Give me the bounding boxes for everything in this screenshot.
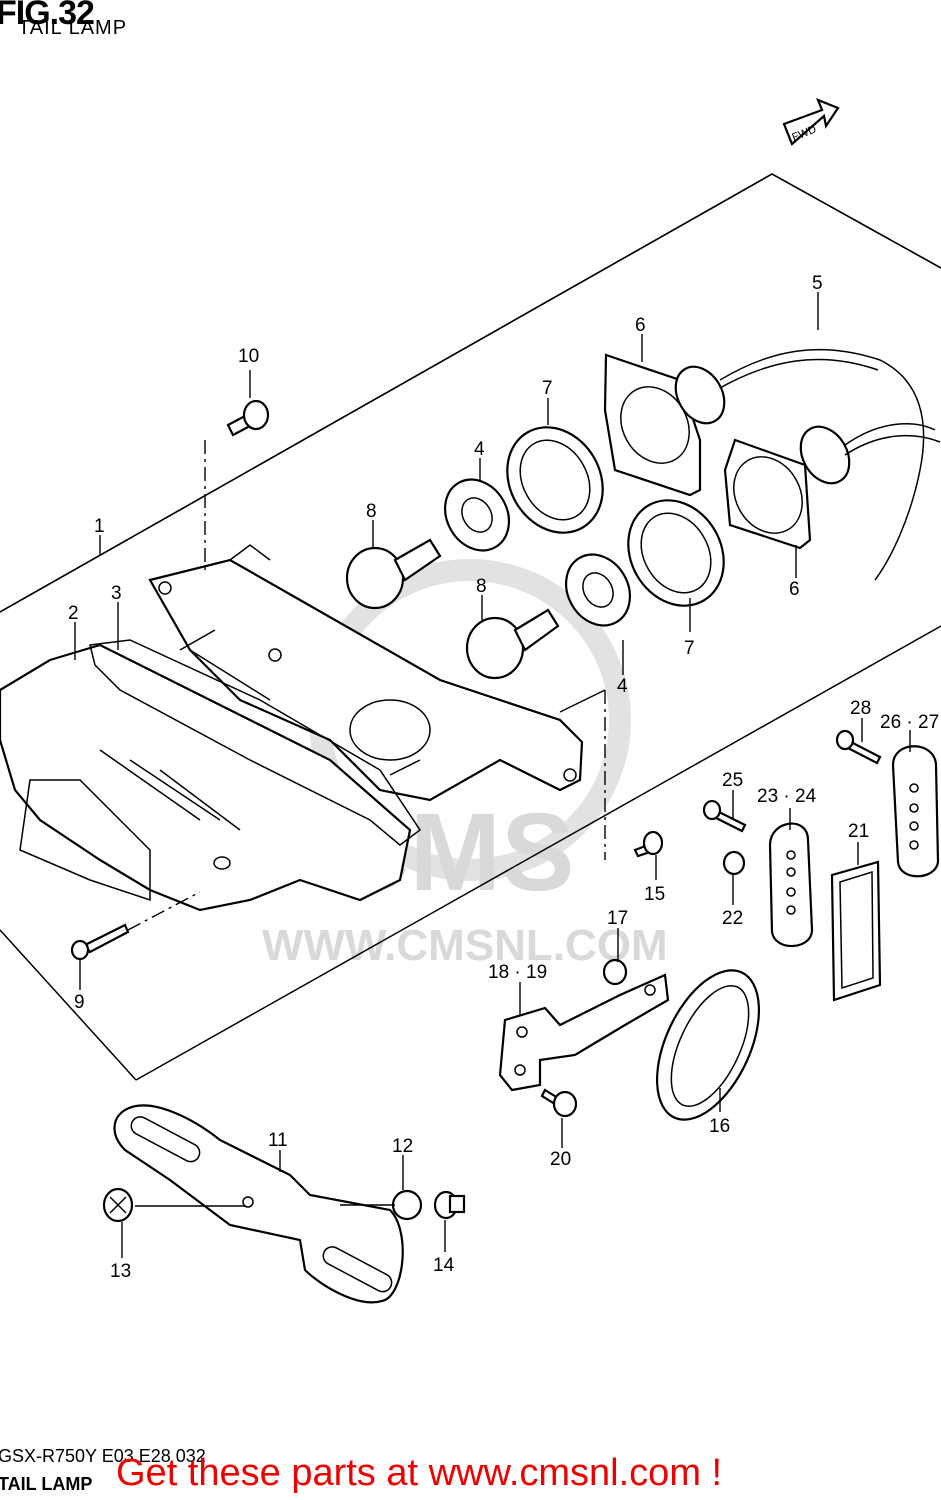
callout-23-24: 23 · 24 xyxy=(757,786,817,807)
callout-28: 28 xyxy=(850,698,871,719)
part-8-bulb-lower xyxy=(465,608,560,680)
figure-number: FIG.32 xyxy=(0,0,95,32)
callout-2: 2 xyxy=(68,603,79,624)
part-15-screw xyxy=(633,830,664,858)
forward-direction-arrow-icon: FWD xyxy=(782,98,840,146)
callout-18-19: 18 · 19 xyxy=(488,962,547,983)
part-26-27-rubber-mount xyxy=(891,745,940,878)
callout-22: 22 xyxy=(722,908,743,929)
callout-8-lower: 8 xyxy=(476,576,487,597)
callout-14: 14 xyxy=(433,1255,455,1276)
callout-5: 5 xyxy=(812,273,823,294)
buy-parts-link[interactable]: Get these parts at www.cmsnl.com ! xyxy=(116,1452,723,1494)
part-11-license-plate-bracket xyxy=(113,1104,404,1304)
callout-1: 1 xyxy=(94,516,105,537)
part-7-ring-lower xyxy=(627,499,725,607)
callout-17: 17 xyxy=(607,908,628,929)
part-13-nut xyxy=(102,1187,134,1223)
callout-20: 20 xyxy=(550,1149,571,1170)
callout-8-upper: 8 xyxy=(366,501,377,522)
callout-6-upper: 6 xyxy=(635,315,646,336)
watermark-url-text: WWW.CMSNL.COM xyxy=(262,921,668,970)
part-14-collar xyxy=(433,1190,466,1220)
part-10-screw xyxy=(226,399,270,437)
callout-15: 15 xyxy=(644,884,665,905)
callout-7-lower: 7 xyxy=(684,638,695,659)
part-16-reflector xyxy=(655,969,761,1121)
part-5-wiring-harness xyxy=(674,348,941,581)
callout-21: 21 xyxy=(848,821,869,842)
callout-25: 25 xyxy=(722,770,743,791)
callout-26-27: 26 · 27 xyxy=(880,712,939,733)
part-2-lens xyxy=(0,643,412,912)
callout-16: 16 xyxy=(709,1116,730,1137)
callout-11: 11 xyxy=(268,1130,288,1151)
part-18-19-bracket xyxy=(498,973,670,1092)
callout-7-upper: 7 xyxy=(542,378,553,399)
part-25-screw xyxy=(702,799,747,833)
part-9-screw xyxy=(70,923,130,961)
part-4-socket-lower xyxy=(565,553,631,627)
part-4-socket-upper xyxy=(444,478,510,552)
callout-12: 12 xyxy=(392,1136,413,1157)
callout-13: 13 xyxy=(110,1261,131,1282)
callout-labels: 1 2 3 4 4 5 6 6 7 7 8 8 9 10 11 12 13 14… xyxy=(68,273,939,1282)
footer-diagram-title: TAIL LAMP xyxy=(0,1474,93,1494)
leader-lines xyxy=(74,292,911,1258)
part-8-bulb-upper xyxy=(345,538,442,610)
part-28-screw xyxy=(835,729,882,765)
callout-10: 10 xyxy=(238,346,259,367)
callout-4-lower: 4 xyxy=(617,676,628,697)
callout-4-upper: 4 xyxy=(474,439,485,460)
part-22-nut xyxy=(722,850,746,876)
part-3-gasket xyxy=(89,639,422,846)
figure-subtitle: TAIL LAMP xyxy=(18,17,128,39)
callout-9: 9 xyxy=(74,992,85,1013)
part-21-reflector xyxy=(830,860,882,1002)
part-1-lamp-housing xyxy=(148,544,584,802)
part-12-grommet xyxy=(391,1189,423,1221)
part-20-bolt xyxy=(540,1088,578,1118)
part-7-ring-upper xyxy=(506,426,604,534)
diagram-code: GSX-R750Y E03 E28 032 xyxy=(0,1446,206,1466)
part-23-24-rubber-mount xyxy=(768,822,814,948)
callout-3: 3 xyxy=(111,583,122,604)
part-17-nut xyxy=(602,958,628,986)
callout-6-lower: 6 xyxy=(789,579,800,600)
